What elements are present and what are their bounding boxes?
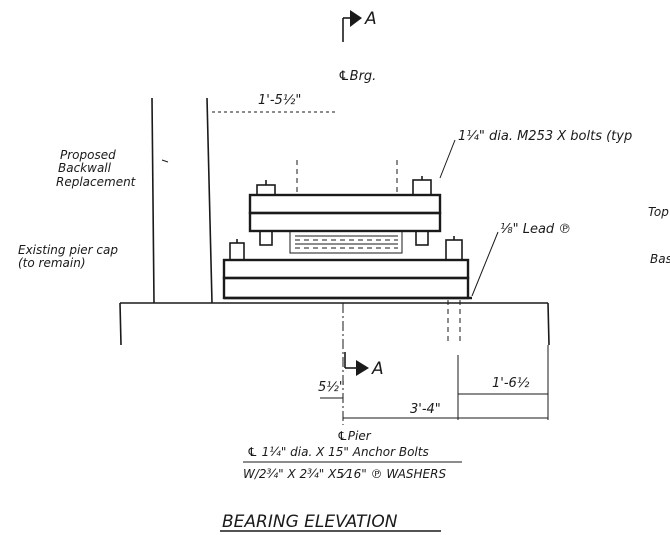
- centerline-bearing-label: ℄Brg.: [338, 69, 376, 84]
- dim-5-half-label: 5½": [318, 380, 345, 395]
- anchor-bolt-hidden: [447, 300, 461, 345]
- masonry-plate: [222, 258, 472, 300]
- section-marker-top: A: [342, 9, 377, 42]
- dim-1-6-half-label: 1'-6½: [492, 376, 530, 391]
- upper-bolt-right: [412, 176, 432, 246]
- dim-3-4-label: 3'-4": [410, 402, 441, 417]
- section-marker-top-label: A: [364, 9, 377, 29]
- label-top-partial: Top: [648, 205, 669, 219]
- section-marker-mid-label: A: [371, 359, 384, 379]
- drawing-title: BEARING ELEVATION: [222, 512, 398, 532]
- lead-plate-callout: ⅛" Lead ℗: [471, 222, 571, 297]
- label-pier-cap-line1: Existing pier cap: [18, 243, 118, 257]
- dimension-top: 1'-5½": [212, 93, 335, 113]
- label-backwall-line2: Backwall: [58, 161, 112, 175]
- elastomer-pad: [289, 230, 403, 254]
- lower-bolt-left: [229, 239, 245, 261]
- pier-cap: [119, 302, 550, 346]
- anchor-bolts-note: ℄ 1¼" dia. X 15" Anchor Bolts: [247, 445, 429, 459]
- upper-plate-assembly: [248, 160, 442, 233]
- dim-3-4: 3'-4": [343, 402, 548, 419]
- washers-note: W/2¾" X 2¾" X5⁄16" ℗ WASHERS: [243, 467, 446, 481]
- upper-bolt-left: [256, 180, 276, 246]
- bolt-callout: 1¼" dia. M253 X bolts (typ: [439, 129, 632, 179]
- lower-bolt-right: [445, 236, 463, 261]
- centerline-pier-label: ℄Pier: [337, 429, 372, 443]
- label-bas-partial: Bas: [650, 252, 670, 266]
- lead-plate-callout-text: ⅛" Lead ℗: [500, 222, 571, 237]
- backwall: [151, 97, 213, 304]
- dim-top-label: 1'-5½": [258, 93, 301, 108]
- section-marker-mid: A: [344, 352, 384, 379]
- label-pier-cap-line2: (to remain): [18, 256, 86, 270]
- label-backwall-line1: Proposed: [60, 148, 116, 162]
- dim-1-6-half: 1'-6½: [457, 345, 549, 420]
- bolt-callout-text: 1¼" dia. M253 X bolts (typ: [458, 129, 632, 144]
- dim-5-half: 5½": [318, 380, 345, 399]
- label-backwall-line3: Replacement: [56, 175, 137, 189]
